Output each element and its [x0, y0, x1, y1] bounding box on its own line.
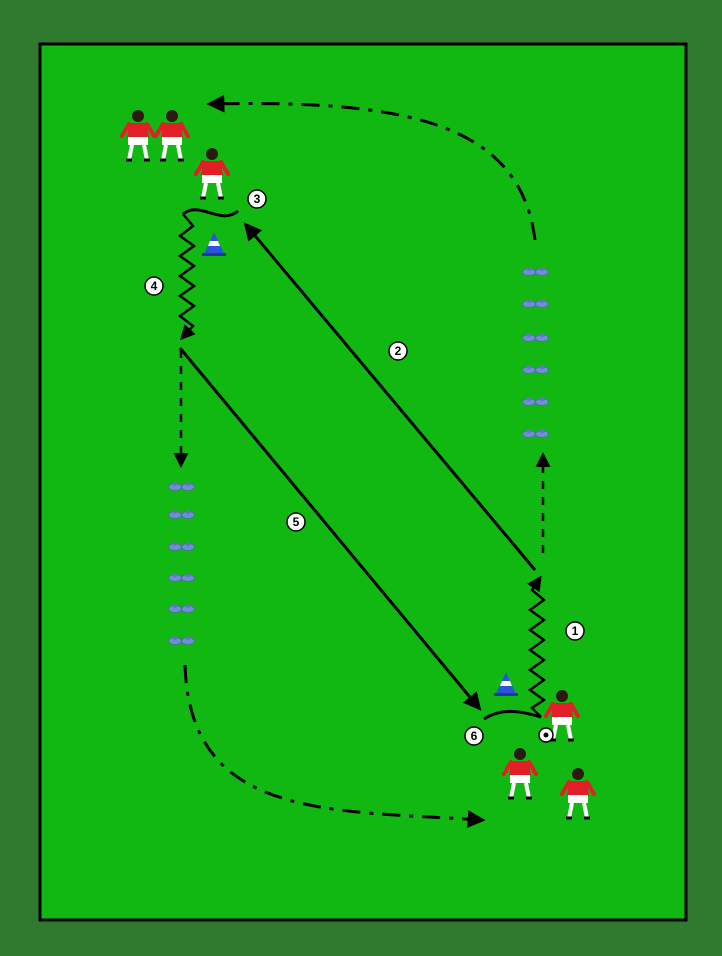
svg-text:3: 3: [254, 192, 261, 206]
svg-text:2: 2: [395, 344, 402, 358]
step-label-5: 5: [287, 513, 305, 531]
step-label-3: 3: [248, 190, 266, 208]
svg-text:4: 4: [151, 279, 158, 293]
svg-text:1: 1: [572, 624, 579, 638]
svg-text:5: 5: [293, 515, 300, 529]
step-label-1: 1: [566, 622, 584, 640]
svg-text:6: 6: [471, 729, 478, 743]
step-label-4: 4: [145, 277, 163, 295]
ball: [539, 728, 553, 742]
step-label-2: 2: [389, 342, 407, 360]
step-label-6: 6: [465, 727, 483, 745]
